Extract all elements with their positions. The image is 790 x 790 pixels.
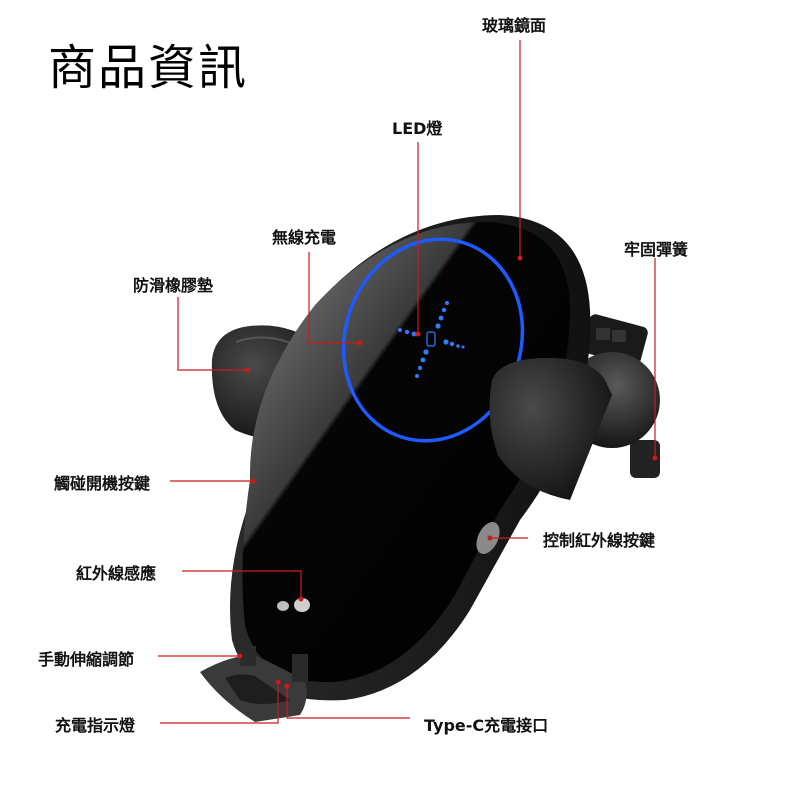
right-grip-arm (489, 357, 612, 500)
callout-firm-spring: 牢固彈簧 (624, 240, 689, 259)
callout-manual-telescopic-adjust: 手動伸縮調節 (38, 650, 135, 669)
sensor-dot (294, 598, 310, 612)
callout-type-c-port: Type-C充電接口 (424, 716, 549, 735)
led-cross-icon (398, 301, 465, 378)
callout-charging-indicator: 充電指示燈 (55, 716, 136, 735)
callout-glass-mirror: 玻璃鏡面 (482, 16, 547, 35)
callout-touch-power-button: 觸碰開機按鍵 (54, 474, 151, 493)
callout-ir-control-button: 控制紅外線按鍵 (543, 531, 656, 550)
glass-panel (242, 221, 570, 683)
leader-dots (237, 255, 658, 689)
callout-led-light: LED燈 (392, 119, 443, 138)
callout-wireless-charging: 無線充電 (272, 228, 337, 247)
leader-lines (158, 40, 656, 724)
sensor-dot (277, 601, 289, 611)
callout-anti-slip-rubber-pad: 防滑橡膠墊 (133, 276, 214, 295)
bottom-support (200, 646, 308, 722)
callout-infrared-sensor: 紅外線感應 (76, 564, 157, 583)
page-title: 商品資訊 (48, 40, 249, 96)
